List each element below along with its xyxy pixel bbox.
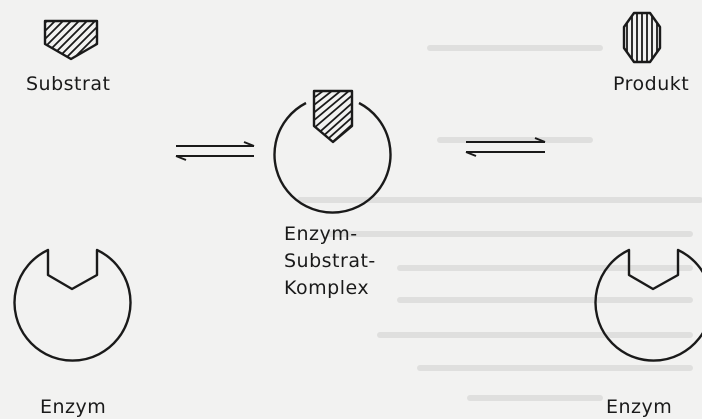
equilibrium-arrows-right [465,137,546,157]
substrate-shape [43,19,99,61]
complex-shape [273,89,392,214]
complex-label-line2: Substrat- [284,250,376,272]
equilibrium-arrows-left [175,141,255,161]
enzyme-right-shape [594,248,702,362]
complex-label-line1: Enzym- [284,223,358,245]
enzyme-left-label: Enzym [40,396,107,418]
enzyme-left-shape [13,248,132,362]
complex-label-line3: Komplex [284,277,370,299]
product-shape [622,11,662,64]
product-label: Produkt [613,73,690,95]
complex-label: Enzym- Substrat- Komplex [284,221,376,302]
substrate-label: Substrat [26,73,111,95]
enzyme-right-label: Enzym [606,396,673,418]
